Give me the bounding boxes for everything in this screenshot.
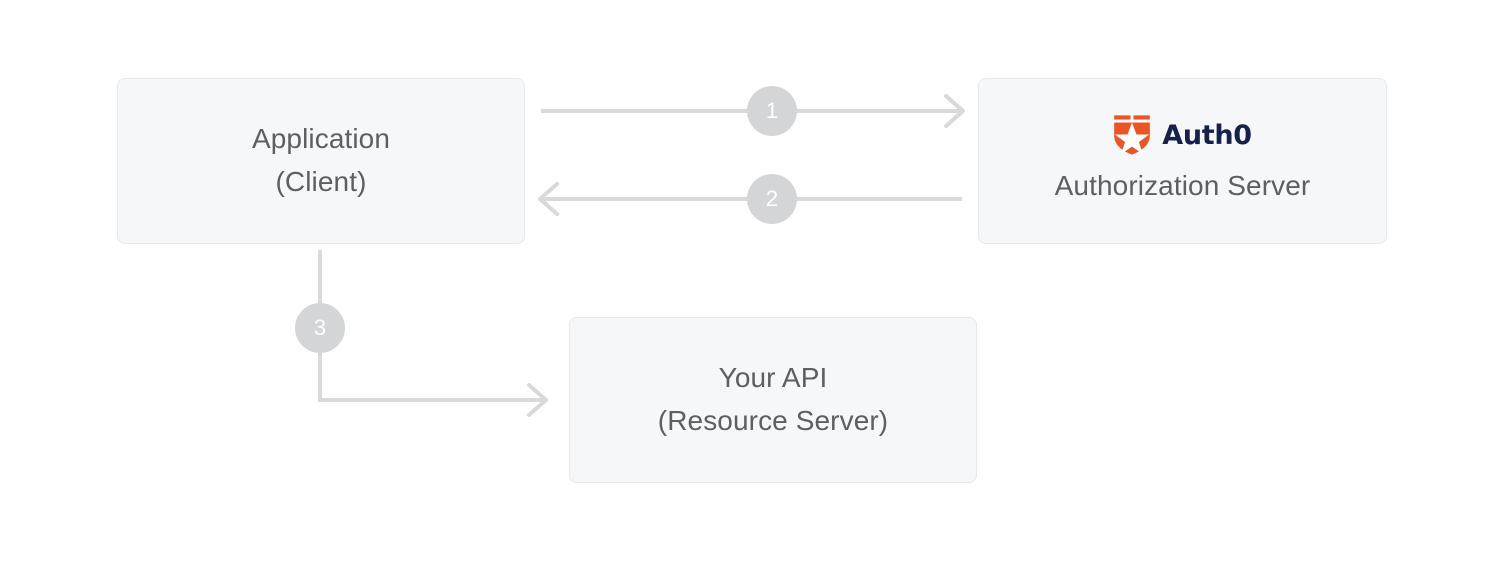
auth0-shield-icon	[1113, 114, 1152, 155]
connector-step-3-arrowhead	[527, 383, 548, 417]
connector-step-1-arrowhead	[944, 94, 965, 128]
connector-step-3-line	[318, 250, 545, 402]
step-badge-2[interactable]: 2	[747, 174, 797, 224]
node-resource-server-title: Your API	[718, 362, 828, 394]
node-resource-server-subtitle: (Resource Server)	[657, 405, 889, 436]
node-application-subtitle: (Client)	[275, 166, 367, 197]
node-resource-server[interactable]: Your API (Resource Server)	[569, 317, 977, 483]
node-authorization-server[interactable]: Auth0 Authorization Server	[978, 78, 1387, 244]
connector-step-2-arrowhead	[538, 182, 559, 216]
connector-step-3	[318, 250, 548, 417]
auth0-wordmark: Auth0	[1162, 119, 1252, 151]
step-badge-3[interactable]: 3	[295, 303, 345, 353]
node-application-title: Application	[251, 123, 391, 155]
auth0-brand-lockup: Auth0	[1113, 114, 1252, 156]
node-authorization-server-label: Authorization Server	[1054, 170, 1311, 202]
node-application[interactable]: Application (Client)	[117, 78, 525, 244]
step-badge-1[interactable]: 1	[747, 86, 797, 136]
